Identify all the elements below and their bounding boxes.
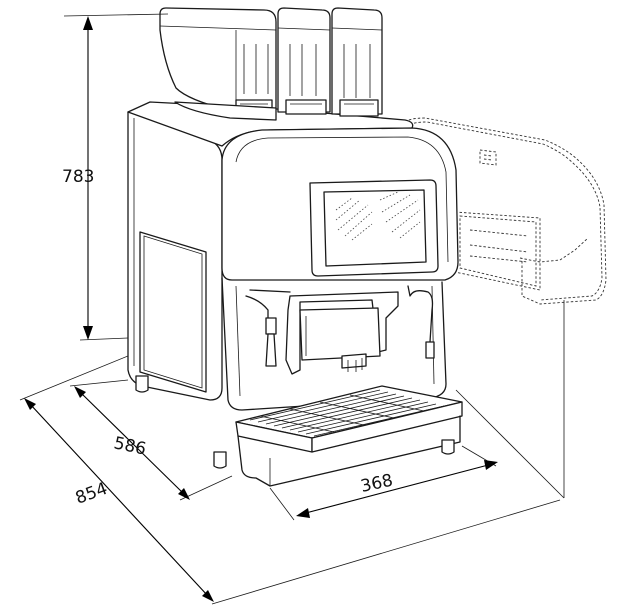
hot-water-nozzle bbox=[407, 285, 435, 359]
bean-hoppers bbox=[159, 7, 383, 121]
depth-total-label: 854 bbox=[73, 479, 110, 509]
width-label: 368 bbox=[359, 471, 395, 497]
machine-body bbox=[127, 101, 459, 401]
extension-lines bbox=[455, 300, 565, 499]
drip-tray bbox=[235, 385, 463, 487]
dispensing-area bbox=[221, 277, 447, 411]
height-label: 783 bbox=[62, 167, 94, 187]
bean-hopper-3 bbox=[331, 7, 383, 117]
bean-hopper-2 bbox=[277, 7, 331, 115]
dimension-width: 368 bbox=[269, 445, 498, 521]
dimension-height: 783 bbox=[62, 13, 169, 341]
milk-nozzle bbox=[245, 289, 291, 367]
bean-hopper-1 bbox=[159, 7, 277, 121]
coffee-outlet bbox=[285, 291, 399, 375]
drip-grate bbox=[249, 389, 445, 437]
depth-inner-label: 586 bbox=[112, 433, 148, 459]
dimension-depth-total: 854 bbox=[19, 355, 561, 605]
touch-display bbox=[309, 179, 439, 277]
machine-feet bbox=[135, 375, 455, 469]
